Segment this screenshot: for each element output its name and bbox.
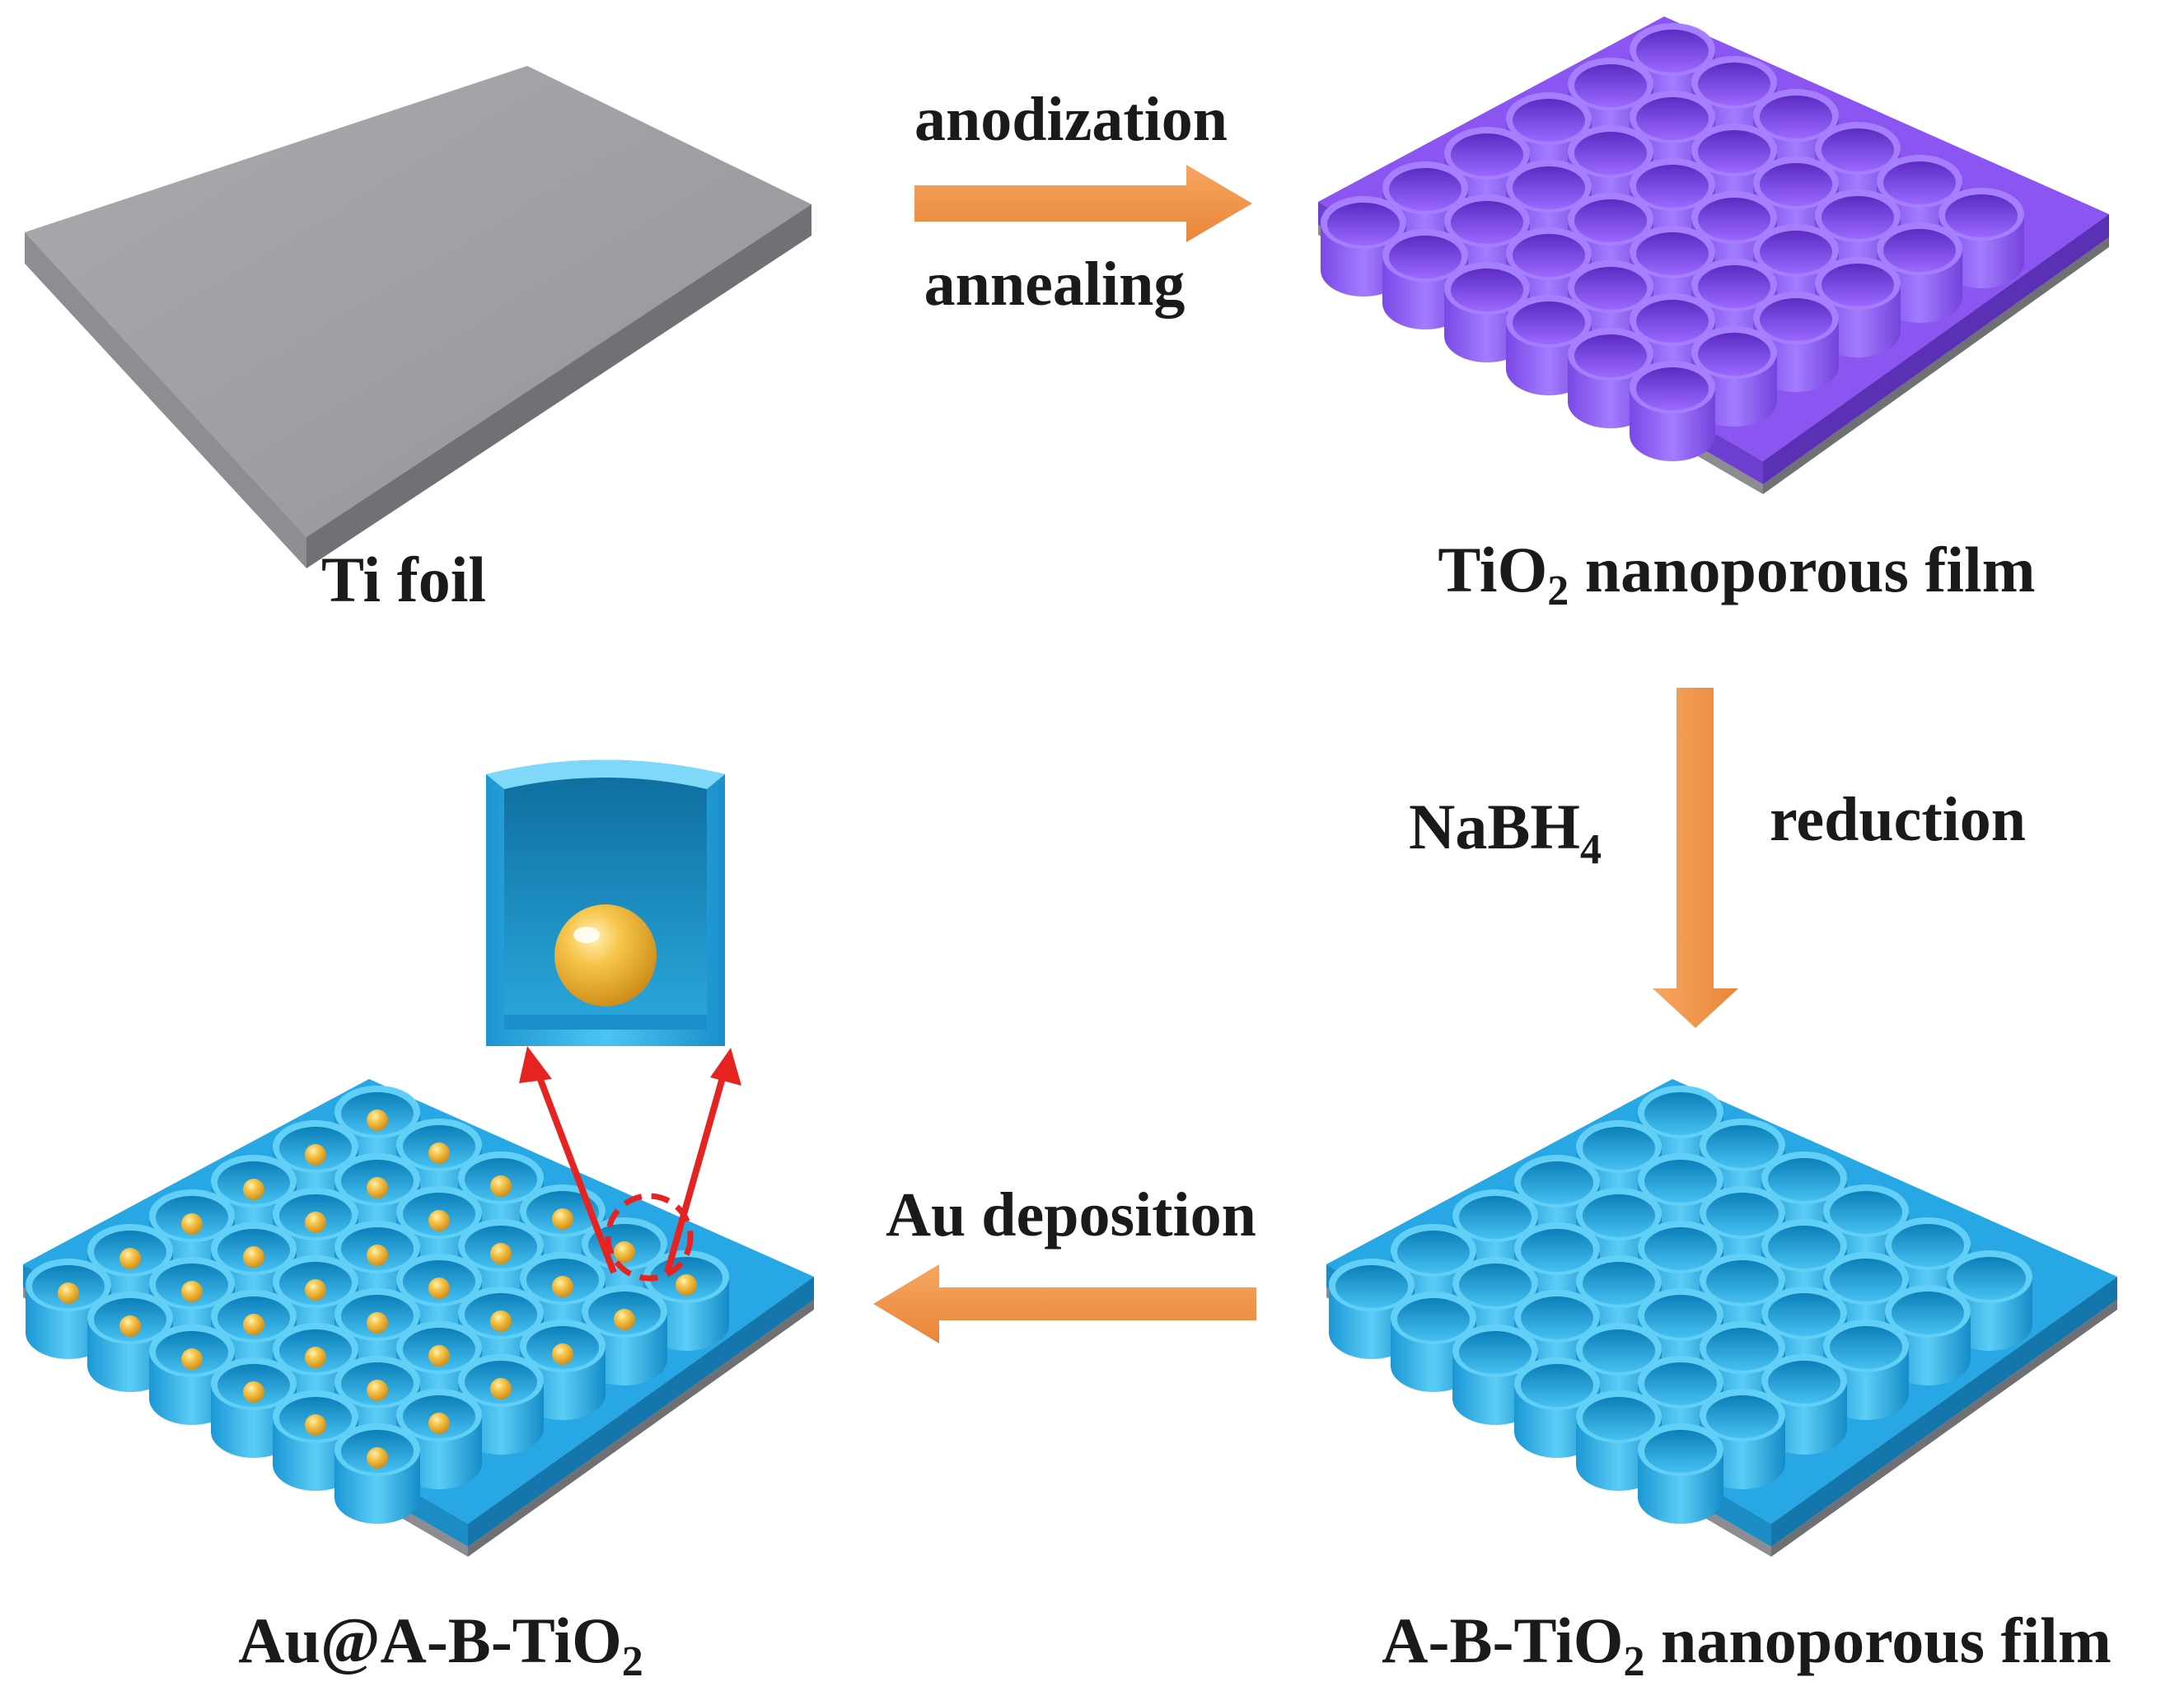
gold-nanoparticle-icon bbox=[367, 1312, 388, 1334]
gold-nanoparticle-icon bbox=[367, 1245, 388, 1266]
au-deposition-label: Au deposition bbox=[886, 1180, 1256, 1250]
gold-nanoparticle-icon bbox=[428, 1142, 450, 1164]
gold-nanoparticle-icon bbox=[119, 1315, 141, 1337]
pore-tube bbox=[334, 1423, 420, 1524]
gold-nanoparticle-icon bbox=[490, 1310, 512, 1332]
gold-nanoparticle-icon bbox=[119, 1248, 141, 1269]
pore-tube bbox=[1452, 1257, 1538, 1357]
nabh4-label: NaBH4 bbox=[1409, 791, 1602, 873]
pore-tube bbox=[1382, 229, 1468, 329]
pore-tube bbox=[1638, 1423, 1723, 1524]
pore-tube bbox=[1691, 326, 1777, 427]
gold-nanoparticle-icon bbox=[305, 1212, 326, 1233]
au-abtio2-pore-array bbox=[26, 1086, 729, 1524]
pore-tube bbox=[1568, 260, 1653, 361]
au-abtio2-label: Au@A-B-TiO2 bbox=[238, 1605, 643, 1685]
pore-tube bbox=[334, 1086, 420, 1186]
reduction-label: reduction bbox=[1770, 785, 2026, 854]
pore-tube bbox=[1444, 194, 1530, 295]
anodization-label: anodization bbox=[914, 85, 1228, 154]
abtio2-film-label: A-B-TiO2 nanoporous film bbox=[1382, 1605, 2112, 1685]
au-abtio2-film bbox=[23, 1079, 814, 1557]
gold-nanoparticle-icon bbox=[243, 1314, 264, 1335]
gold-nanoparticle-icon bbox=[58, 1282, 79, 1304]
gold-nanoparticle-icon bbox=[367, 1109, 388, 1131]
gold-nanoparticle-icon bbox=[367, 1380, 388, 1401]
pore-tube bbox=[1514, 1357, 1600, 1458]
gold-nanoparticle-icon bbox=[552, 1343, 573, 1365]
pore-tube bbox=[1568, 125, 1653, 226]
pore-tube bbox=[1576, 1390, 1662, 1491]
gold-nanoparticle-icon bbox=[676, 1274, 697, 1296]
gold-nanoparticle-icon bbox=[428, 1345, 450, 1366]
zoom-highlight bbox=[519, 1046, 741, 1282]
gold-nanoparticle-icon bbox=[614, 1241, 635, 1263]
ti-foil-slab bbox=[25, 66, 811, 568]
gold-nanoparticle-icon bbox=[243, 1246, 264, 1268]
pore-tube bbox=[1630, 361, 1715, 461]
gold-nanoparticle-icon bbox=[305, 1347, 326, 1368]
gold-nanoparticle-icon bbox=[181, 1281, 203, 1302]
gold-nanoparticle-icon bbox=[552, 1276, 573, 1297]
gold-nanoparticle-icon bbox=[428, 1210, 450, 1231]
gold-nanoparticle-icon bbox=[305, 1414, 326, 1436]
reduction-arrow bbox=[1653, 688, 1738, 1028]
tio2-film bbox=[1318, 16, 2109, 494]
pore-zoom-inset bbox=[486, 759, 725, 1046]
gold-nanoparticle-icon bbox=[428, 1278, 450, 1299]
tio2-film-label: TiO2 nanoporous film bbox=[1438, 534, 2035, 614]
gold-nanoparticle-icon bbox=[554, 904, 657, 1007]
gold-nanoparticle-icon bbox=[243, 1179, 264, 1200]
gold-nanoparticle-icon bbox=[428, 1413, 450, 1434]
abtio2-pore-array bbox=[1329, 1086, 2032, 1524]
gold-nanoparticle-icon bbox=[367, 1447, 388, 1469]
pore-tube bbox=[1444, 127, 1530, 227]
gold-nanoparticle-icon bbox=[243, 1381, 264, 1403]
pore-tube bbox=[1321, 196, 1406, 297]
au-deposition-arrow bbox=[873, 1264, 1256, 1343]
abtio2-film bbox=[1326, 1079, 2117, 1557]
gold-nanoparticle-icon bbox=[490, 1378, 512, 1399]
gold-nanoparticle-icon bbox=[490, 1175, 512, 1197]
gold-nanoparticle-icon bbox=[552, 1208, 573, 1230]
gold-nanoparticle-icon bbox=[305, 1279, 326, 1301]
gold-nanoparticle-icon bbox=[367, 1177, 388, 1198]
gold-nanoparticle-icon bbox=[490, 1243, 512, 1264]
anodization-arrow bbox=[914, 165, 1252, 242]
gold-nanoparticle-icon bbox=[305, 1144, 326, 1165]
gold-nanoparticle-icon bbox=[614, 1309, 635, 1330]
gold-nanoparticle-icon bbox=[181, 1213, 203, 1235]
gold-nanoparticle-icon bbox=[181, 1348, 203, 1370]
pore-tube bbox=[1815, 257, 1901, 357]
annealing-label: annealing bbox=[924, 250, 1186, 319]
highlight-circle-icon bbox=[605, 1193, 694, 1282]
tio2-pore-array bbox=[1321, 23, 2024, 461]
ti-foil-label: Ti foil bbox=[321, 544, 486, 615]
